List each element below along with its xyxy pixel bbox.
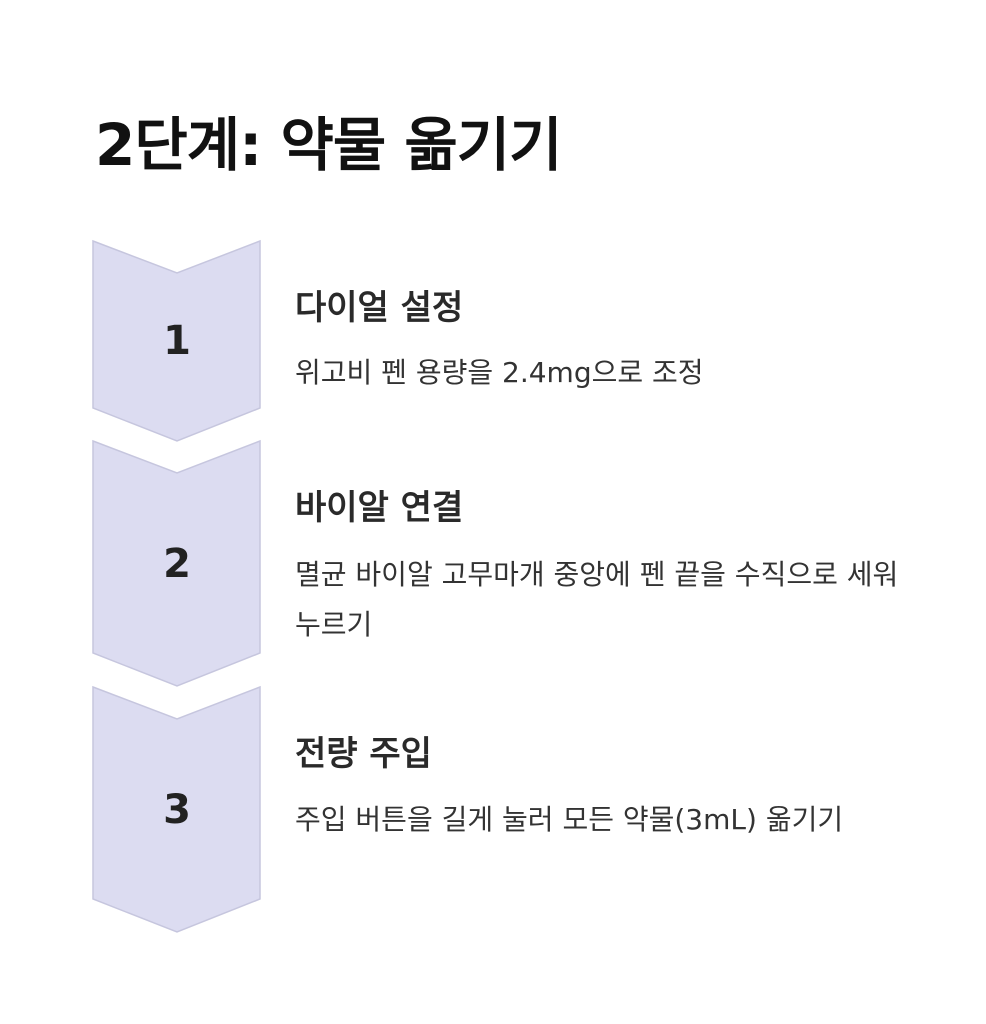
step-2-description: 멸균 바이알 고무마개 중앙에 펜 끝을 수직으로 세워 누르기: [295, 558, 899, 641]
page-title: 2단계: 약물 옮기기: [95, 111, 562, 179]
step-3-heading: 전량 주입: [295, 734, 432, 774]
step-2-chevron: [92, 439, 261, 687]
step-3-chevron: [92, 685, 261, 933]
step-1-description: 위고비 펜 용량을 2.4mg으로 조정: [295, 356, 704, 389]
step-2-heading: 바이알 연결: [295, 488, 464, 528]
step-3-description: 주입 버튼을 길게 눌러 모든 약물(3mL) 옮기기: [295, 803, 844, 836]
step-2-number: 2: [163, 541, 191, 587]
step-1-number: 1: [163, 318, 191, 364]
step-3-number: 3: [163, 787, 191, 833]
step-1-chevron: [92, 239, 261, 442]
step-1-heading: 다이얼 설정: [295, 288, 464, 328]
